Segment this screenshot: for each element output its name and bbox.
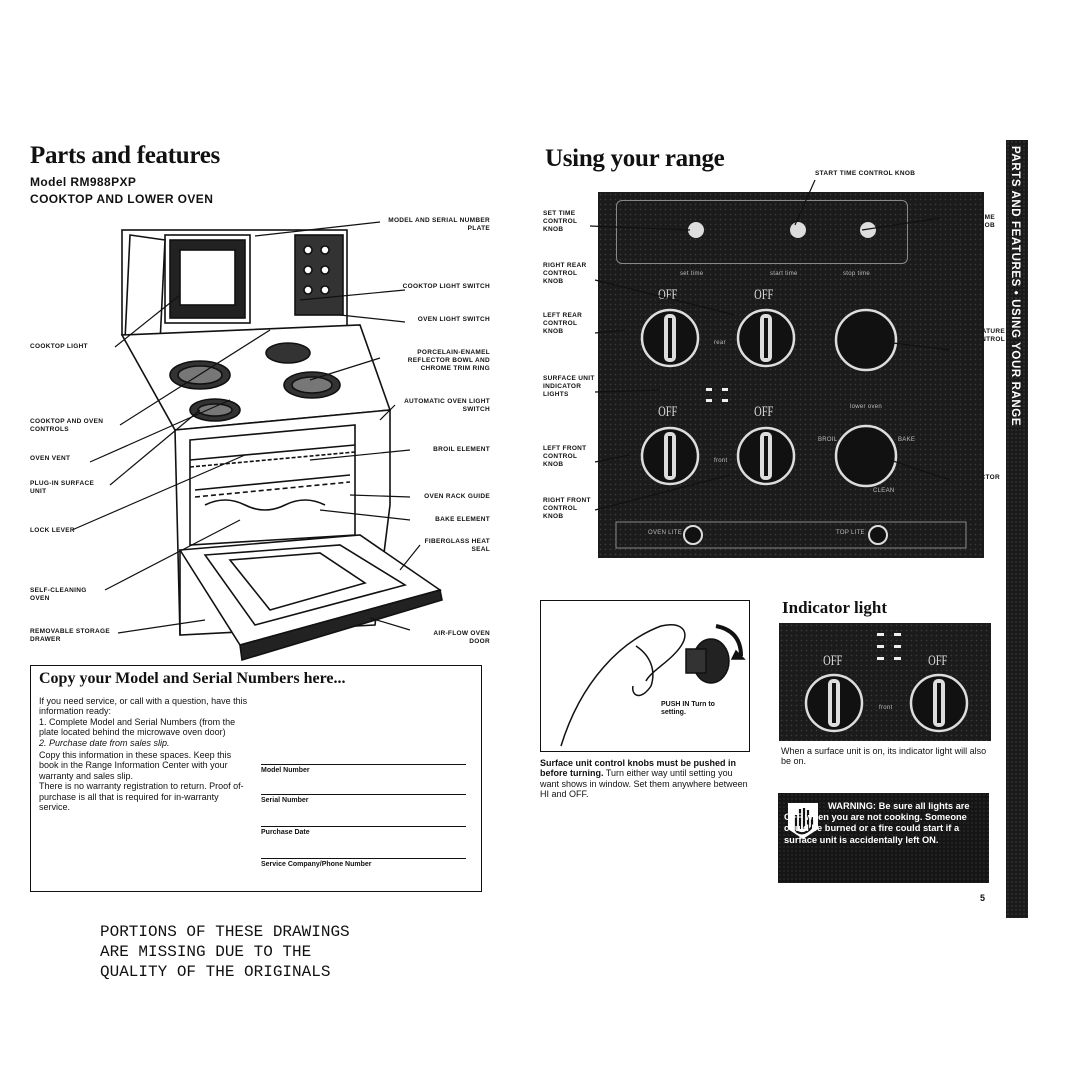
label-left-front-knob: LEFT FRONT CONTROL KNOB — [543, 445, 587, 468]
label-start-time-knob: START TIME CONTROL KNOB — [815, 170, 916, 177]
label-lock-lever: LOCK LEVER — [30, 527, 75, 534]
label-cooktop-oven-controls: COOKTOP AND OVEN CONTROLS — [30, 418, 104, 433]
label-left-rear-knob: LEFT REAR CONTROL KNOB — [543, 312, 583, 335]
knob-left-front-off: OFF — [658, 404, 678, 420]
label-storage-drawer: REMOVABLE STORAGE DRAWER — [30, 628, 110, 643]
surface-caption-bold: Surface unit control knobs must be pushe… — [540, 758, 737, 779]
indicator-light-title: Indicator light — [782, 598, 888, 617]
field-serial-number: Serial Number — [261, 797, 309, 804]
field-model-number: Model Number — [261, 767, 310, 774]
label-reflector-bowl: PORCELAIN-ENAMEL REFLECTOR BOWL AND CHRO… — [407, 349, 490, 372]
parts-title: Parts and features — [30, 142, 220, 169]
copy-para-3: 2. Purchase date from sales slip. — [39, 737, 170, 748]
cooktop-subtitle: COOKTOP AND LOWER OVEN — [30, 192, 214, 206]
field-purchase-date: Purchase Date — [261, 829, 310, 836]
stop-time-label: stop time — [843, 271, 871, 277]
panel-callout-lines — [589, 179, 951, 511]
control-panel-photo: set time start time stop time — [598, 192, 984, 558]
note-line-1: PORTIONS OF THESE DRAWINGS — [100, 923, 350, 941]
hand-stop-icon — [788, 803, 818, 839]
label-cooktop-light: COOKTOP LIGHT — [30, 343, 88, 350]
range-illustration — [120, 229, 443, 662]
label-model-serial-plate: MODEL AND SERIAL NUMBER PLATE — [388, 217, 490, 232]
indicator-knob-off-right: OFF — [928, 653, 948, 669]
label-cooktop-light-switch: COOKTOP LIGHT SWITCH — [402, 283, 490, 290]
push-knob-illustration: PUSH IN Turn to setting. — [540, 600, 750, 752]
label-bake-element: BAKE ELEMENT — [435, 516, 490, 523]
missing-drawings-note: PORTIONS OF THESE DRAWINGS ARE MISSING D… — [100, 922, 350, 982]
surface-caption: Turn either way until setting you want s… — [540, 768, 748, 800]
label-air-flow-door: AIR-FLOW OVEN DOOR — [433, 630, 490, 645]
label-right-front-knob: RIGHT FRONT CONTROL KNOB — [543, 497, 591, 520]
warning-box: WARNING: Be sure all lights are OFF when… — [778, 793, 989, 883]
using-range-title: Using your range — [545, 145, 725, 172]
copy-para-4: Copy this information in these spaces. K… — [39, 750, 232, 781]
indicator-knobs — [804, 633, 969, 733]
label-oven-vent: OVEN VENT — [30, 455, 71, 462]
copy-numbers-box: Copy your Model and Serial Numbers here.… — [30, 665, 482, 892]
knob-right-rear-off: OFF — [754, 287, 774, 303]
label-right-rear-knob: RIGHT REAR CONTROL KNOB — [543, 262, 587, 285]
note-line-2: ARE MISSING DUE TO THE — [100, 943, 312, 961]
label-fiberglass-seal: FIBERGLASS HEAT SEAL — [424, 538, 490, 553]
lower-oven-label: lower oven — [850, 404, 883, 410]
section-side-tab: PARTS AND FEATURES • USING YOUR RANGE — [1006, 140, 1028, 918]
oven-lite-label: OVEN LITE — [648, 530, 683, 536]
label-oven-rack-guide: OVEN RACK GUIDE — [424, 493, 490, 500]
indicator-caption: When a surface unit is on, its indicator… — [781, 746, 987, 767]
side-tab-text: PARTS AND FEATURES • USING YOUR RANGE — [1009, 146, 1021, 427]
bake-label: BAKE — [898, 437, 916, 443]
parts-callout-lines — [71, 221, 421, 634]
copy-para-2: 1. Complete Model and Serial Numbers (fr… — [39, 716, 236, 738]
warning-text: WARNING: Be sure all lights are OFF when… — [784, 801, 970, 845]
label-broil-element: BROIL ELEMENT — [433, 446, 490, 453]
label-self-cleaning-oven: SELF-CLEANING OVEN — [30, 587, 87, 602]
field-service-company: Service Company/Phone Number — [261, 861, 372, 868]
front-label: front — [714, 458, 728, 464]
hand-knob-drawing — [560, 624, 746, 747]
panel-knobs — [615, 222, 967, 549]
label-auto-oven-light: AUTOMATIC OVEN LIGHT SWITCH — [404, 398, 490, 413]
indicator-front-label: front — [879, 705, 893, 711]
copy-numbers-heading: Copy your Model and Serial Numbers here.… — [39, 670, 346, 687]
indicator-knob-off-left: OFF — [823, 653, 843, 669]
indicator-light-photo: OFF OFF front — [779, 623, 991, 741]
note-line-3: QUALITY OF THE ORIGINALS — [100, 963, 331, 981]
set-time-label: set time — [680, 271, 704, 277]
push-in-caption: PUSH IN Turn to setting. — [661, 701, 715, 716]
page-number: 5 — [980, 893, 986, 903]
broil-label: BROIL — [818, 437, 838, 443]
clean-label: CLEAN — [873, 488, 895, 494]
copy-para-5: There is no warranty registration to ret… — [39, 781, 244, 813]
model-number-label: Model RM988PXP — [30, 175, 137, 189]
start-time-label: start time — [770, 271, 798, 277]
label-surface-indicator-lights: SURFACE UNIT INDICATOR LIGHTS — [543, 375, 595, 398]
top-lite-label: TOP LITE — [836, 530, 865, 536]
knob-right-front-off: OFF — [754, 404, 774, 420]
timer-strip — [616, 200, 908, 264]
rear-label: rear — [714, 340, 726, 346]
copy-para-1: If you need service, or call with a ques… — [39, 696, 248, 717]
label-plug-in-surface-unit: PLUG-IN SURFACE UNIT — [30, 480, 95, 495]
label-set-time-knob: SET TIME CONTROL KNOB — [543, 210, 578, 233]
label-oven-light-switch: OVEN LIGHT SWITCH — [417, 316, 490, 323]
